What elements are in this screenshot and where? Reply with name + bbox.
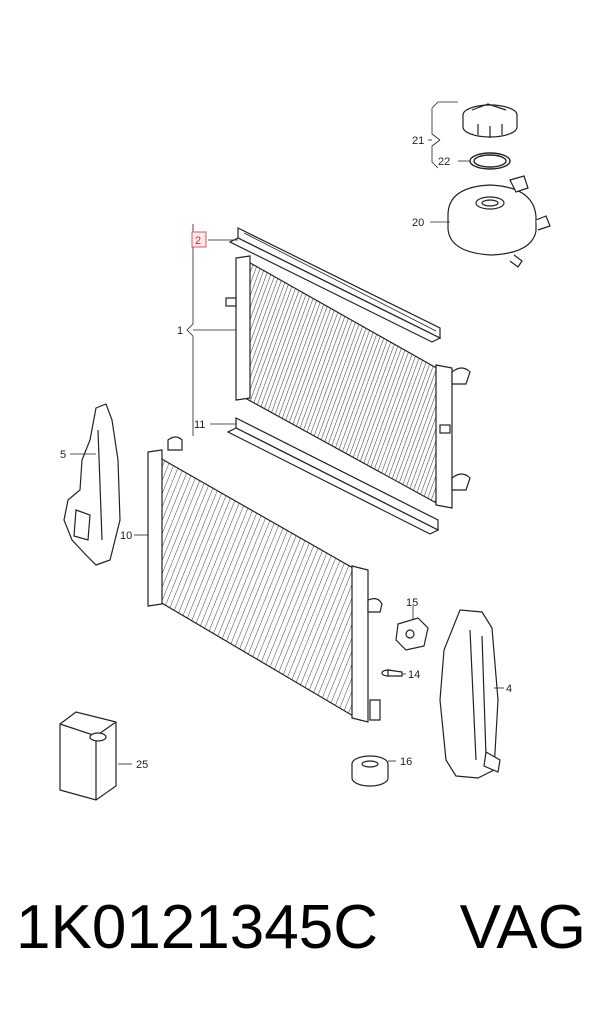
seal-ring-icon <box>469 152 511 170</box>
callout-22: 22 <box>438 156 450 168</box>
footer: 1K0121345C VAG <box>0 888 600 998</box>
air-duct-left-icon <box>63 403 121 566</box>
callout-5: 5 <box>60 449 66 461</box>
callout-14: 14 <box>408 669 420 681</box>
callout-25: 25 <box>136 759 148 771</box>
part-number: 1K0121345C <box>16 893 378 962</box>
callout-labels: 21 22 20 2 1 11 5 10 15 14 4 25 16 <box>60 135 512 771</box>
expansion-tank-icon <box>447 175 551 268</box>
callout-16: 16 <box>400 756 412 768</box>
coolant-bottle-icon <box>59 711 117 801</box>
radiator-main-icon <box>225 255 471 509</box>
callout-20: 20 <box>412 217 424 229</box>
leader-lines <box>70 101 504 765</box>
callout-10: 10 <box>120 530 132 542</box>
brand-label: VAG <box>459 893 586 962</box>
highlight-box <box>191 231 207 248</box>
seal-strip-top-icon <box>228 227 442 343</box>
callout-21: 21 <box>412 135 424 147</box>
callout-1: 1 <box>177 325 183 337</box>
air-duct-right-icon <box>439 609 501 779</box>
callout-4: 4 <box>506 683 512 695</box>
seal-strip-bottom-icon <box>226 417 440 535</box>
expansion-cap-icon <box>462 103 518 138</box>
bracket-icon <box>395 617 429 651</box>
callout-15: 15 <box>406 597 418 609</box>
radiator-cap-icon <box>351 755 389 787</box>
screw-icon <box>381 669 403 677</box>
radiator-aux-icon <box>147 436 383 723</box>
parts-diagram: 21 22 20 2 1 11 5 10 15 14 4 25 16 <box>59 101 551 801</box>
callout-11: 11 <box>194 419 205 431</box>
callout-2: 2 <box>195 235 201 247</box>
